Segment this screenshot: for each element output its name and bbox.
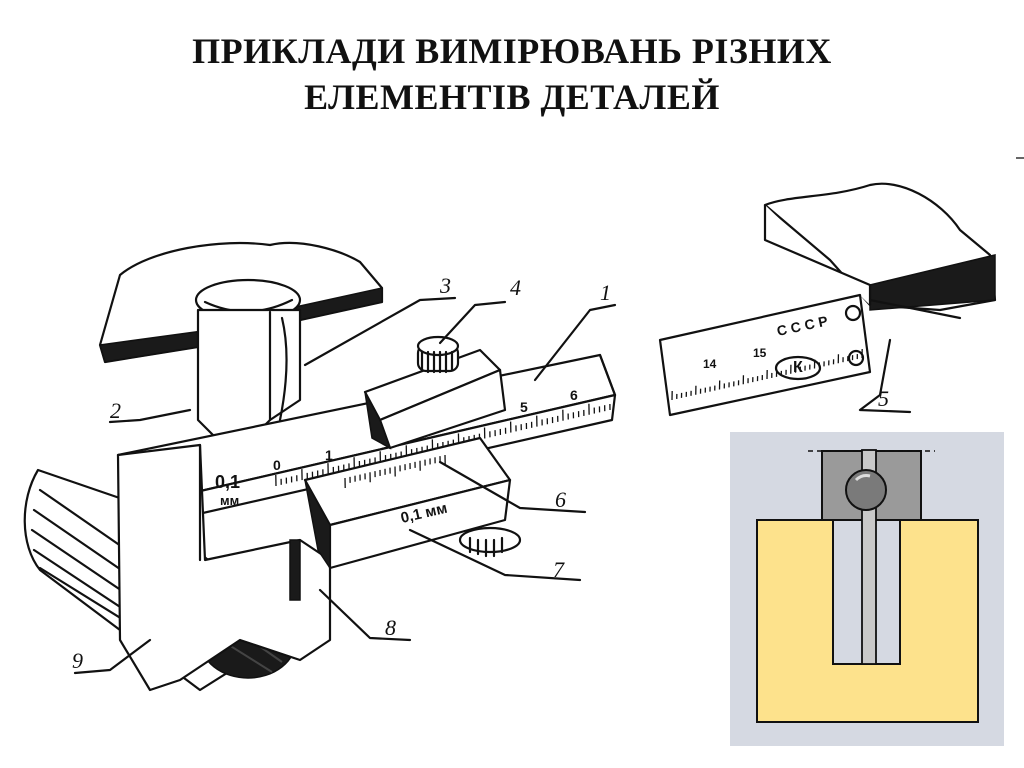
- callout-4: 4: [510, 275, 521, 300]
- callout-2: 2: [110, 398, 121, 423]
- maker-logo-ring: [774, 355, 822, 381]
- caliper-jaw: [116, 443, 332, 692]
- gauge-maker: К: [793, 359, 803, 376]
- callout-6: 6: [555, 487, 566, 512]
- unit-label: мм: [220, 493, 239, 508]
- gauge-15: 15: [753, 346, 767, 360]
- page-title: ПРИКЛАДИ ВИМІРЮВАНЬ РІЗНИХ ЕЛЕМЕНТІВ ДЕТ…: [0, 28, 1024, 120]
- vernier-graduations: [344, 454, 446, 489]
- bore-hole: [194, 278, 302, 442]
- vernier-frame: [303, 436, 522, 571]
- scale-zero: 0: [273, 457, 281, 473]
- callout-8: 8: [385, 615, 396, 640]
- callout-5: 5: [878, 386, 889, 411]
- precision-label: 0,1: [215, 472, 240, 492]
- slot-section-inset: [730, 432, 1004, 746]
- callout-1: 1: [600, 280, 611, 305]
- callout-9: 9: [72, 648, 83, 673]
- depth-gauge-bar: [658, 293, 962, 417]
- scale-six: 6: [570, 387, 578, 403]
- scale-one: 1: [325, 447, 333, 463]
- callout-3: 3: [439, 273, 451, 298]
- clamp-screw: [416, 335, 460, 374]
- leader-lines: [73, 296, 912, 675]
- scale-five: 5: [520, 399, 528, 415]
- title-line-1: ПРИКЛАДИ ВИМІРЮВАНЬ РІЗНИХ: [192, 31, 832, 71]
- movable-frame: [363, 348, 507, 450]
- ball-highlight: [854, 474, 871, 482]
- title-line-2: ЕЛЕМЕНТІВ ДЕТАЛЕЙ: [304, 77, 720, 117]
- gauge-14: 14: [703, 357, 717, 371]
- depth-gauge-block: [763, 182, 997, 312]
- callout-7: 7: [553, 557, 565, 582]
